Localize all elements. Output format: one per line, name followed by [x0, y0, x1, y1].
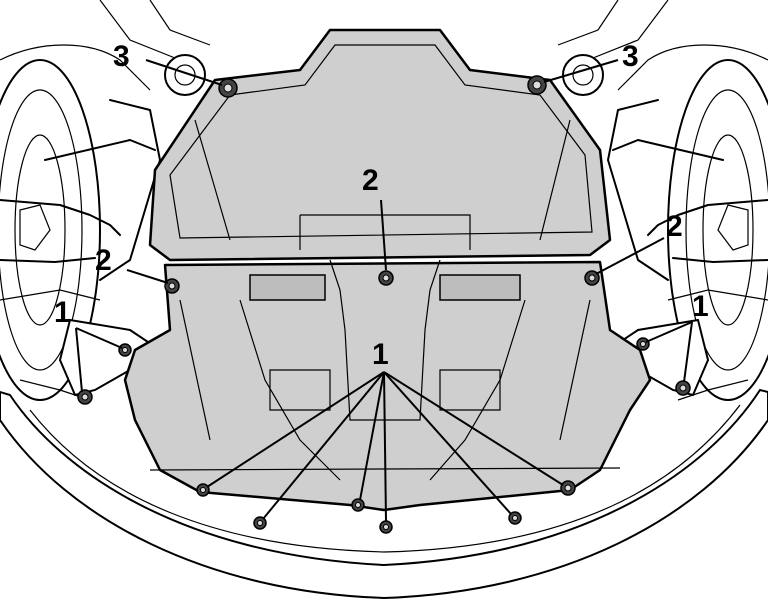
lower-shield-plate	[123, 259, 652, 512]
bolt-side-right-upper	[636, 337, 650, 351]
bolt-bottom-4	[379, 520, 393, 534]
bolt-side-left-lower	[77, 389, 93, 405]
bolt-top-left	[218, 78, 238, 98]
callout-2-center: 2	[362, 164, 379, 197]
callout-2-left: 2	[95, 244, 112, 277]
bolt-bottom-1	[196, 483, 210, 497]
callout-1-left: 1	[54, 296, 71, 329]
bolt-middle-right	[584, 270, 600, 286]
bolt-bottom-5	[508, 511, 522, 525]
right-wheel-assembly	[557, 0, 768, 401]
callout-1-center: 1	[372, 338, 389, 371]
fastener-bolts	[77, 75, 691, 534]
front-bumper	[0, 388, 768, 600]
bolt-bottom-3	[351, 498, 365, 512]
bolt-bottom-2	[253, 516, 267, 530]
leader-lines	[75, 59, 693, 522]
left-wheel-assembly	[0, 0, 211, 401]
callout-3-right: 3	[622, 40, 639, 73]
upper-shield-plate	[148, 28, 612, 262]
callout-labels: 3 3 2 2 2 1 1 1	[54, 40, 709, 371]
callout-3-left: 3	[113, 40, 130, 73]
bolt-middle-left	[164, 278, 180, 294]
bolt-side-right-lower	[675, 380, 691, 396]
bolt-bottom-6	[560, 480, 576, 496]
bolt-top-right	[527, 75, 547, 95]
callout-2-right: 2	[666, 210, 683, 243]
bolt-middle-center	[378, 270, 394, 286]
callout-1-right: 1	[692, 290, 709, 323]
bolt-side-left-upper	[118, 343, 132, 357]
